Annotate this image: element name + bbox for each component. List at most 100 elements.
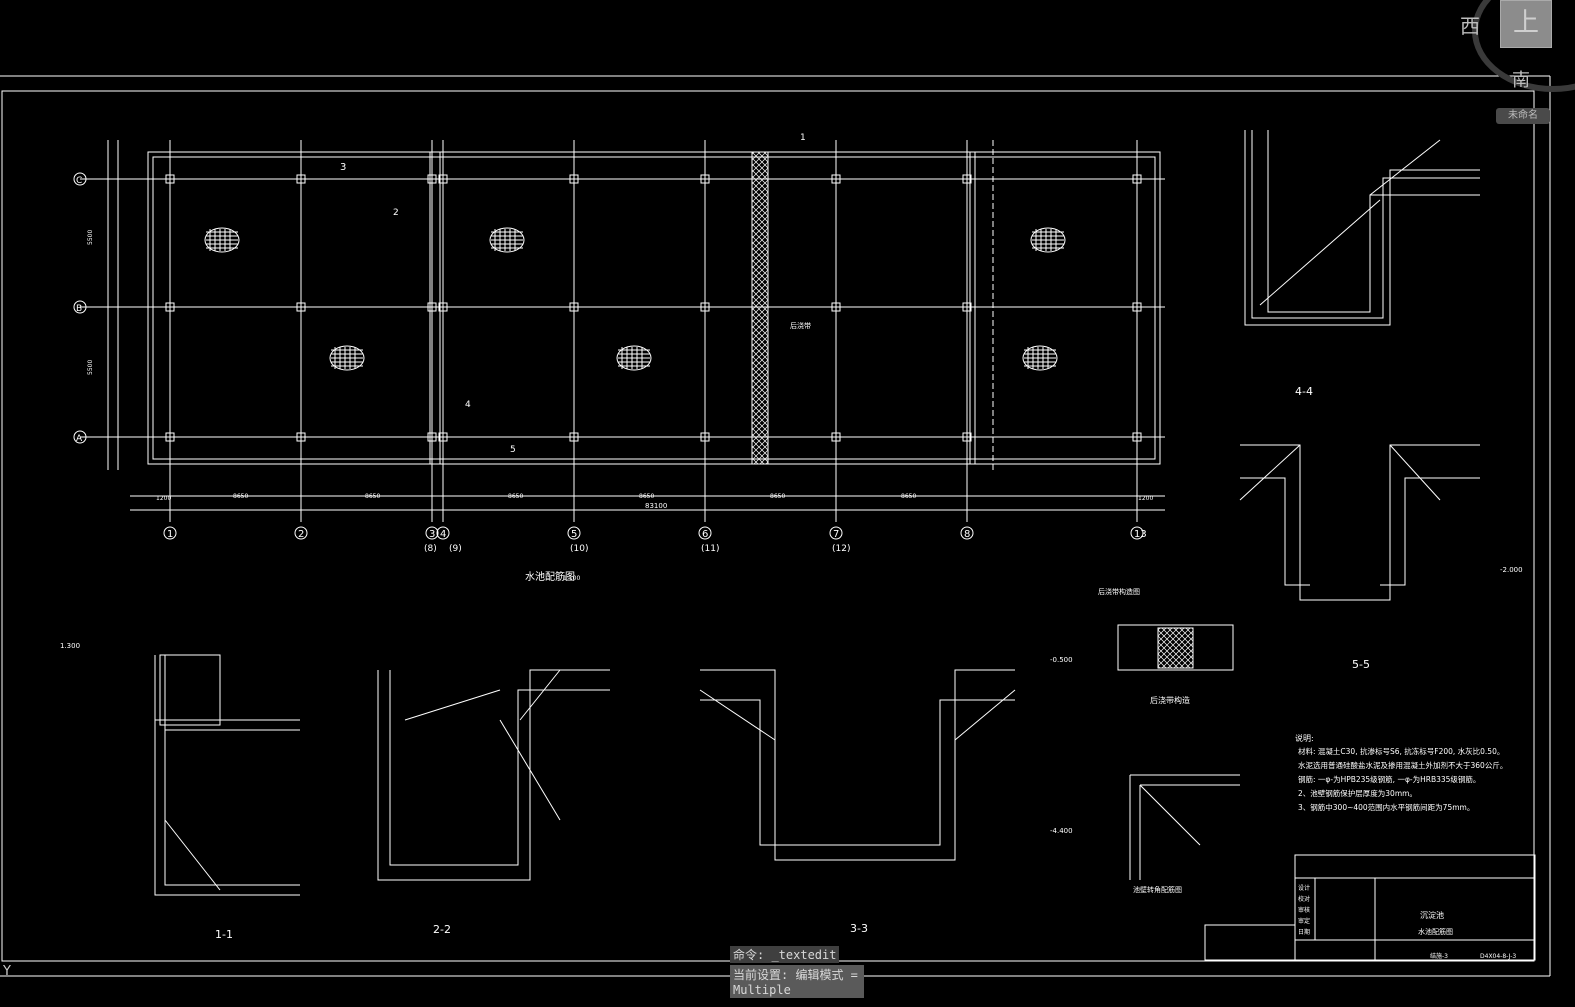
note-line: 材料: 混凝土C30, 抗渗标号S6, 抗冻标号F200, 水灰比0.50。 bbox=[1298, 746, 1504, 756]
column-marker bbox=[165, 302, 175, 312]
axis-label: 6 bbox=[702, 529, 708, 540]
axis-label: 13 bbox=[1134, 529, 1147, 540]
rebar-mesh-symbol bbox=[616, 345, 652, 371]
axis-bubble bbox=[1130, 526, 1144, 540]
column-marker bbox=[700, 432, 710, 442]
plan-title: 水池配筋图 bbox=[525, 570, 575, 583]
column-marker bbox=[438, 302, 448, 312]
column-marker bbox=[427, 174, 437, 184]
post-pour-title: 后浇带构造 bbox=[1150, 695, 1190, 705]
note-line: 钢筋: 一φ-为HPB235级钢筋, 一φ-为HRB335级钢筋。 bbox=[1298, 774, 1480, 784]
column-marker bbox=[962, 432, 972, 442]
cut-mark-2: 2 bbox=[393, 208, 399, 218]
column-marker bbox=[296, 432, 306, 442]
sub-axis-label: (12) bbox=[832, 544, 850, 554]
viewcube-top-face[interactable]: 上 bbox=[1500, 0, 1552, 48]
sub-axis-label: (10) bbox=[570, 544, 588, 554]
tb-code: D4X04-8-J-3 bbox=[1480, 953, 1516, 960]
span-dim: 8650 bbox=[365, 493, 380, 500]
column-marker bbox=[296, 174, 306, 184]
section-1-1 bbox=[154, 655, 300, 896]
notes-title: 说明: bbox=[1295, 733, 1314, 743]
note-line: 水泥选用普通硅酸盐水泥及掺用混凝土外加剂不大于360公斤。 bbox=[1298, 760, 1507, 770]
column-marker bbox=[831, 432, 841, 442]
section-2-2 bbox=[377, 669, 610, 881]
sub-axis-label: (11) bbox=[701, 544, 719, 554]
tb-drawing: 水池配筋图 bbox=[1418, 927, 1453, 936]
column-marker bbox=[165, 174, 175, 184]
corner-detail bbox=[1129, 774, 1240, 880]
column-marker bbox=[700, 174, 710, 184]
axis-label: 2 bbox=[298, 529, 304, 540]
title-block bbox=[1294, 854, 1536, 961]
column-marker bbox=[962, 174, 972, 184]
span-dim: 8650 bbox=[233, 493, 248, 500]
title-block-label: 校对 bbox=[1298, 895, 1310, 903]
column-marker bbox=[296, 302, 306, 312]
axis-bubble bbox=[425, 526, 439, 540]
column-marker bbox=[1132, 174, 1142, 184]
post-pour-detail bbox=[1157, 627, 1194, 669]
section-2-2-title: 2-2 bbox=[433, 923, 451, 936]
span-dim: 8650 bbox=[770, 493, 785, 500]
column-marker bbox=[1132, 432, 1142, 442]
axis-bubble bbox=[294, 526, 308, 540]
rebar-mesh-symbol bbox=[489, 227, 525, 253]
section-3-3 bbox=[700, 669, 1015, 861]
post-band-label: 后浇带 bbox=[790, 321, 811, 330]
row-label: A bbox=[76, 434, 83, 444]
level-2: -0.500 bbox=[1050, 656, 1073, 664]
title-block-label: 审核 bbox=[1298, 906, 1310, 914]
column-marker bbox=[569, 432, 579, 442]
post-pour-band bbox=[751, 151, 769, 465]
post-pour-heading: 后浇带构造图 bbox=[1098, 587, 1140, 596]
axis-label: 5 bbox=[571, 529, 577, 540]
column-marker bbox=[165, 432, 175, 442]
corner-detail-title: 池壁转角配筋图 bbox=[1133, 885, 1182, 894]
row-bubble bbox=[73, 172, 87, 186]
axis-bubble bbox=[960, 526, 974, 540]
rebar-mesh-symbol bbox=[1030, 227, 1066, 253]
cut-mark-5: 5 bbox=[510, 445, 516, 455]
compass-south-label[interactable]: 南 bbox=[1512, 70, 1530, 91]
axis-label: 7 bbox=[833, 529, 839, 540]
row-bubble bbox=[73, 300, 87, 314]
note-line: 3、钢筋中300~400范围内水平钢筋间距为75mm。 bbox=[1298, 802, 1474, 812]
section-4-4-title: 4-4 bbox=[1295, 385, 1313, 398]
column-marker bbox=[427, 302, 437, 312]
column-marker bbox=[438, 432, 448, 442]
cut-mark-3: 3 bbox=[340, 162, 346, 173]
rebar-mesh-symbol bbox=[329, 345, 365, 371]
plan-scale: 1:100 bbox=[563, 575, 580, 582]
span-dim: 8650 bbox=[901, 493, 916, 500]
column-marker bbox=[831, 302, 841, 312]
axis-bubble bbox=[567, 526, 581, 540]
level-4: -2.000 bbox=[1500, 566, 1523, 574]
ucs-y-label: Y bbox=[2, 964, 11, 979]
axis-label: 3 bbox=[429, 529, 435, 540]
column-marker bbox=[438, 174, 448, 184]
span-dim: 8650 bbox=[639, 493, 654, 500]
axis-label: 8 bbox=[964, 529, 970, 540]
section-5-5-title: 5-5 bbox=[1352, 658, 1370, 671]
section-5-5 bbox=[1240, 444, 1480, 601]
cut-mark-1: 1 bbox=[800, 133, 806, 143]
compass-west-label[interactable]: 西 bbox=[1460, 14, 1480, 38]
axis-label: 1 bbox=[167, 529, 173, 540]
column-marker bbox=[569, 302, 579, 312]
span-dim: 8650 bbox=[508, 493, 523, 500]
title-block-label: 设计 bbox=[1298, 884, 1310, 892]
section-4-4 bbox=[1244, 130, 1480, 326]
viewcube[interactable]: 上 西 南 bbox=[1460, 0, 1575, 100]
note-line: 2、池壁钢筋保护层厚度为30mm。 bbox=[1298, 788, 1417, 798]
axis-bubble bbox=[829, 526, 843, 540]
axis-label: 4 bbox=[440, 529, 446, 540]
named-view-dropdown[interactable]: 未命名 bbox=[1496, 108, 1550, 124]
column-marker bbox=[1132, 302, 1142, 312]
command-line[interactable]: 命令: _textedit 当前设置: 编辑模式 = Multiple bbox=[730, 946, 905, 998]
command-history: 命令: _textedit bbox=[730, 946, 840, 963]
row-label: B bbox=[76, 304, 82, 314]
tb-drawing-no: 结施-3 bbox=[1430, 952, 1448, 960]
plan-outer-wall bbox=[147, 151, 1161, 465]
